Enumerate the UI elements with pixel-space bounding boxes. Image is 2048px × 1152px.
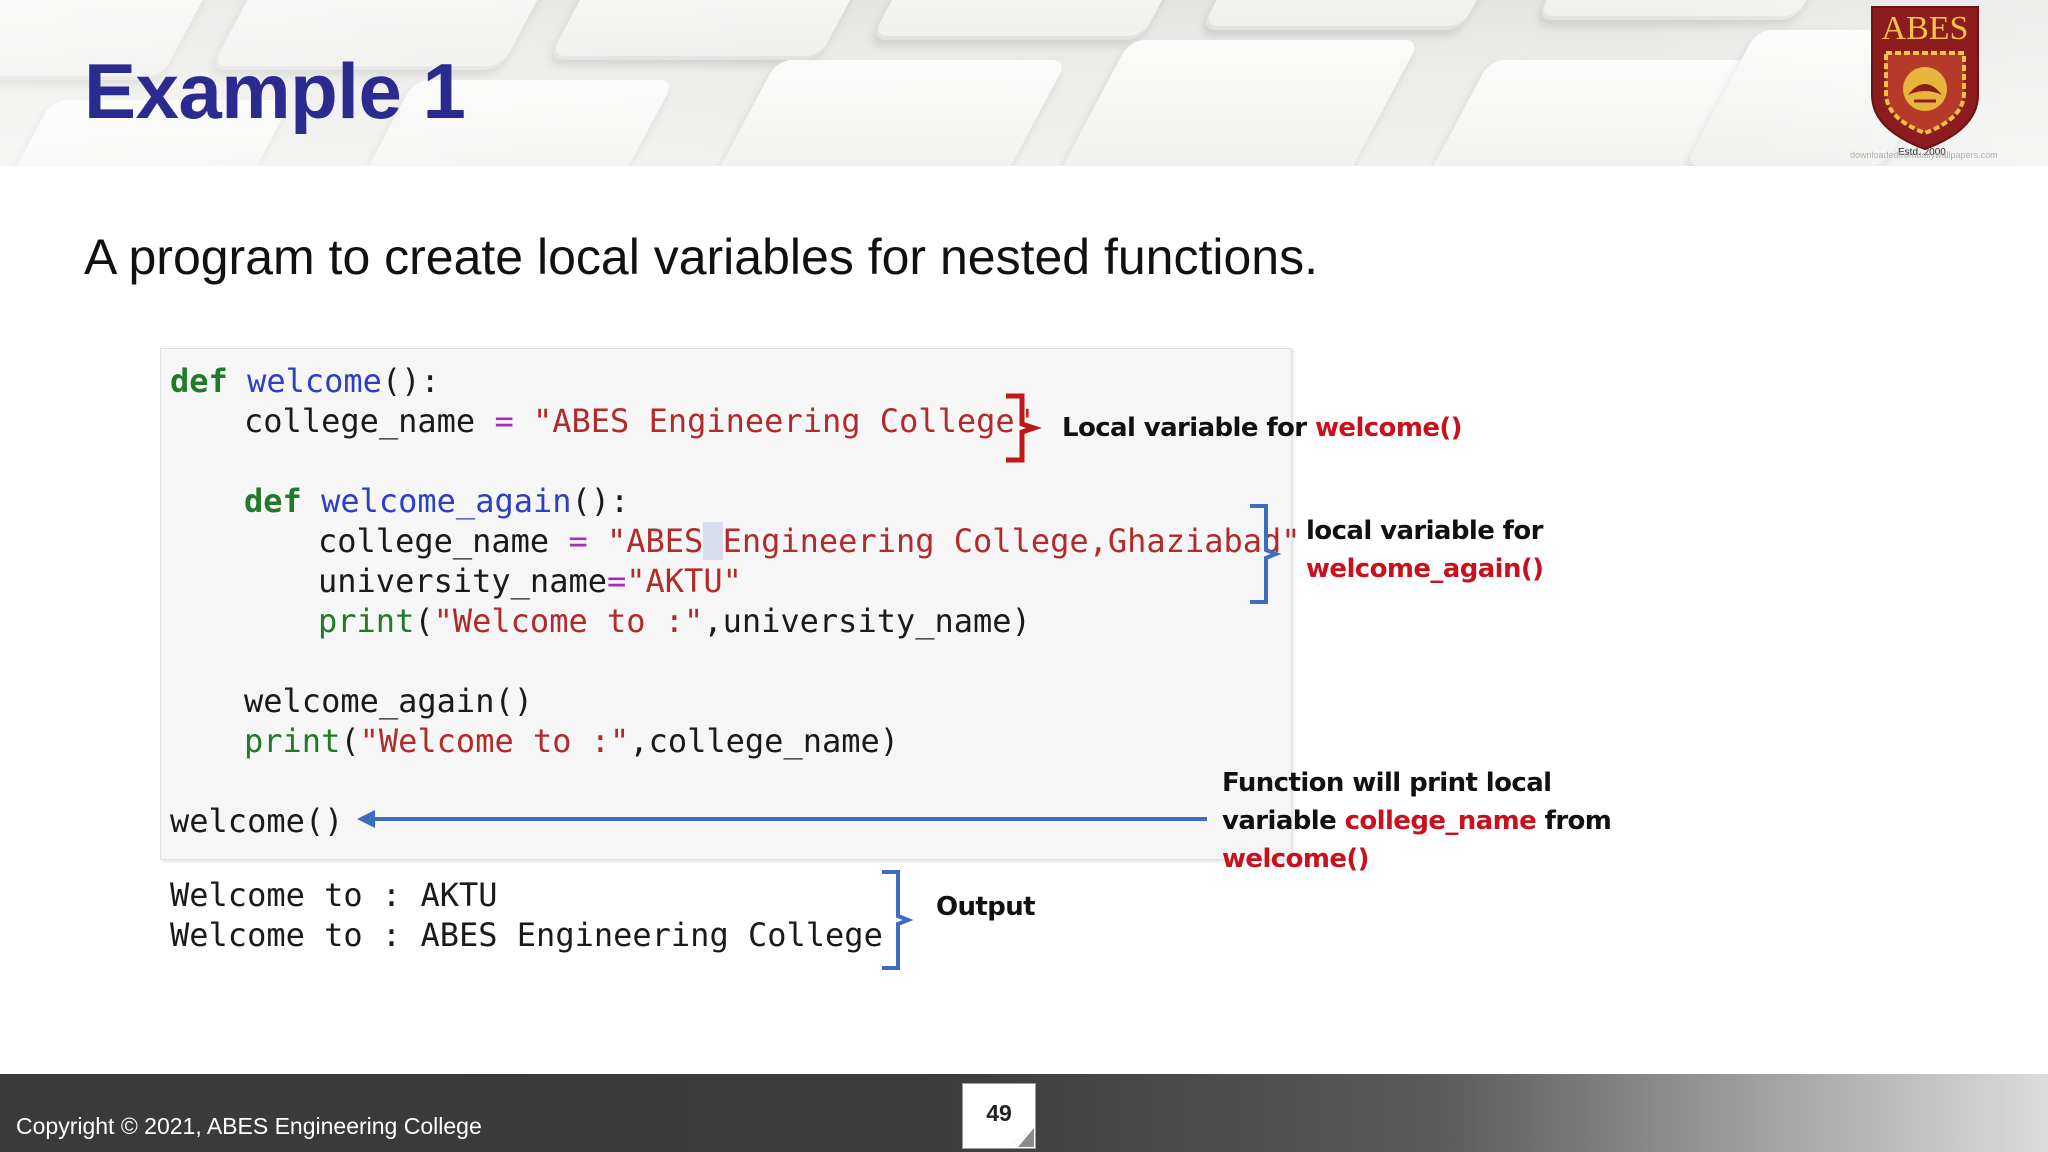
code-panel — [160, 348, 1292, 860]
svg-text:ABES: ABES — [1882, 10, 1969, 47]
page-number: 49 — [986, 1100, 1012, 1126]
code-line-7: welcome_again() — [244, 682, 533, 720]
code-line-2: college_name = "ABES Engineering College… — [244, 402, 1034, 440]
code-line-1: def welcome(): — [170, 362, 440, 400]
red-brace-icon — [1006, 393, 1042, 463]
copyright-text: Copyright © 2021, ABES Engineering Colle… — [16, 1113, 482, 1139]
abes-logo: ABES — [1871, 6, 1979, 151]
output-line-2: Welcome to : ABES Engineering College — [170, 916, 883, 954]
code-line-9: welcome() — [170, 802, 344, 840]
left-arrow-icon — [357, 810, 1207, 828]
header-band — [0, 0, 2048, 166]
code-line-5: university_name="AKTU" — [318, 562, 742, 600]
watermark: downloadedfromdailywallpapers.com — [1850, 150, 1998, 160]
code-line-6: print("Welcome to :",university_name) — [318, 602, 1031, 640]
blue-brace-icon — [1250, 504, 1282, 604]
slide-subtitle: A program to create local variables for … — [84, 229, 1318, 285]
page-curl-icon — [1008, 1128, 1034, 1147]
logo-established: Estd. 2000 — [1898, 147, 1946, 158]
code-line-8: print("Welcome to :",college_name) — [244, 722, 900, 760]
note-local-welcome: Local variable for welcome() — [1062, 413, 1463, 443]
output-line-1: Welcome to : AKTU — [170, 876, 498, 914]
output-brace-icon — [882, 870, 914, 970]
slide-title: Example 1 — [84, 47, 466, 135]
text-cursor-highlight — [703, 522, 723, 560]
code-line-3: def welcome_again(): — [244, 482, 630, 520]
code-line-4: college_name = "ABES Engineering College… — [318, 522, 1301, 560]
note-output: Output — [936, 892, 1036, 922]
